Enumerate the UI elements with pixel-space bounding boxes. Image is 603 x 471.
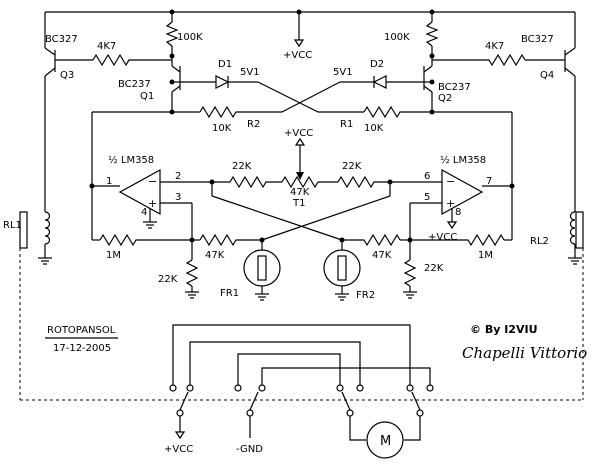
vcc-u2-label: +VCC <box>428 232 457 243</box>
r2-value-label: 10K <box>212 123 232 134</box>
signature-text: Chapelli Vittorio <box>462 344 587 362</box>
title-block: ROTOPANSOL 17-12-2005 © By I2VIU Chapell… <box>45 323 587 362</box>
r1m-left-label: 1M <box>106 250 121 261</box>
u1-pin4: 4 <box>141 207 147 218</box>
transistor-q1: 100K BC237 Q1 <box>118 12 203 115</box>
top-rail: +VCC <box>45 9 575 61</box>
feedback-right: 1M 47K 22K <box>339 186 513 299</box>
transistor-q4: BC327 Q4 <box>521 12 576 110</box>
zener-d1: D1 5V1 <box>180 59 260 89</box>
u2-pin5: 5 <box>424 192 430 203</box>
t1-ref-label: T1 <box>292 198 305 209</box>
cross-coupling: 10K R2 R1 10K <box>91 81 513 186</box>
rl2-label: RL2 <box>530 236 549 247</box>
switch-network: +VCC -GND M <box>164 324 434 459</box>
t1-value-label: 47K <box>290 187 310 198</box>
u2-name-label: ½ LM358 <box>440 154 486 166</box>
photoresistor-fr2: FR2 <box>323 240 375 301</box>
svg-text:+: + <box>446 197 455 210</box>
motor-symbol <box>366 421 404 459</box>
r22k-in-right-label: 22K <box>342 161 362 172</box>
vcc-mid-label: +VCC <box>284 128 313 139</box>
feedback-left: 1M 47K 22K <box>91 186 265 299</box>
vcc-top-label: +VCC <box>283 50 312 61</box>
input-network: 22K 22K +VCC 47K T1 <box>209 128 393 241</box>
motor-label: M <box>380 434 391 449</box>
r-4k7-right-label: 4K7 <box>485 41 504 52</box>
svg-text:+: + <box>148 197 157 210</box>
r2-ref-label: R2 <box>247 119 260 130</box>
u1-name-label: ½ LM358 <box>108 154 154 166</box>
u2-pin7: 7 <box>486 176 492 187</box>
relay-linkage <box>19 248 584 401</box>
resistor-4k7-left: 4K7 <box>92 41 172 67</box>
gnd-bottom-label: -GND <box>236 444 263 455</box>
relay-rl2: RL2 <box>530 110 584 265</box>
u2-pin6: 6 <box>424 171 430 182</box>
rl1-label: RL1 <box>3 220 22 231</box>
q2-ref-label: Q2 <box>438 93 452 104</box>
q4-ref-label: Q4 <box>540 70 554 81</box>
opamp-u1: ½ LM358 − + 1 2 3 4 <box>89 154 212 229</box>
u1-pin1: 1 <box>106 176 112 187</box>
d2-ref-label: D2 <box>370 59 384 70</box>
r47k-left-label: 47K <box>205 250 225 261</box>
svg-text:−: − <box>148 175 157 188</box>
r-100k-right-label: 100K <box>384 32 410 43</box>
d1-ref-label: D1 <box>218 59 232 70</box>
transistor-q3: BC327 Q3 <box>44 12 93 110</box>
q1-type-label: BC237 <box>118 79 151 90</box>
u2-pin8: 8 <box>455 207 461 218</box>
q2-type-label: BC237 <box>438 82 471 93</box>
zener-d2: D2 5V1 <box>333 59 424 89</box>
r22k-gnd-left-label: 22K <box>158 274 178 285</box>
resistor-4k7-right: 4K7 <box>432 41 526 67</box>
q3-type-label: BC327 <box>45 34 78 45</box>
u1-pin2: 2 <box>175 171 181 182</box>
r-4k7-left-label: 4K7 <box>97 41 116 52</box>
q3-ref-label: Q3 <box>60 70 74 81</box>
credit-text: © By I2VIU <box>470 323 538 336</box>
q1-ref-label: Q1 <box>140 91 154 102</box>
q4-type-label: BC327 <box>521 34 554 45</box>
r1-ref-label: R1 <box>340 119 353 130</box>
fr2-label: FR2 <box>356 290 375 301</box>
r-100k-left-label: 100K <box>177 32 203 43</box>
date-text: 17-12-2005 <box>53 343 111 354</box>
title-text: ROTOPANSOL <box>47 325 116 336</box>
r1-value-label: 10K <box>364 123 384 134</box>
r47k-right-label: 47K <box>372 250 392 261</box>
relay-rl1: RL1 <box>3 110 52 265</box>
d2-value-label: 5V1 <box>333 67 353 78</box>
u1-pin3: 3 <box>175 192 181 203</box>
opamp-u2: ½ LM358 − + 6 5 7 8 +VCC <box>390 154 515 243</box>
r22k-in-left-label: 22K <box>232 161 252 172</box>
r22k-gnd-right-label: 22K <box>424 263 444 274</box>
vcc-bottom-label: +VCC <box>164 444 193 455</box>
r1m-right-label: 1M <box>478 250 493 261</box>
svg-text:−: − <box>446 175 455 188</box>
transistor-q2: 100K BC237 Q2 <box>384 12 471 115</box>
fr1-label: FR1 <box>220 288 239 299</box>
d1-value-label: 5V1 <box>240 67 260 78</box>
photoresistor-fr1: FR1 <box>220 240 281 301</box>
